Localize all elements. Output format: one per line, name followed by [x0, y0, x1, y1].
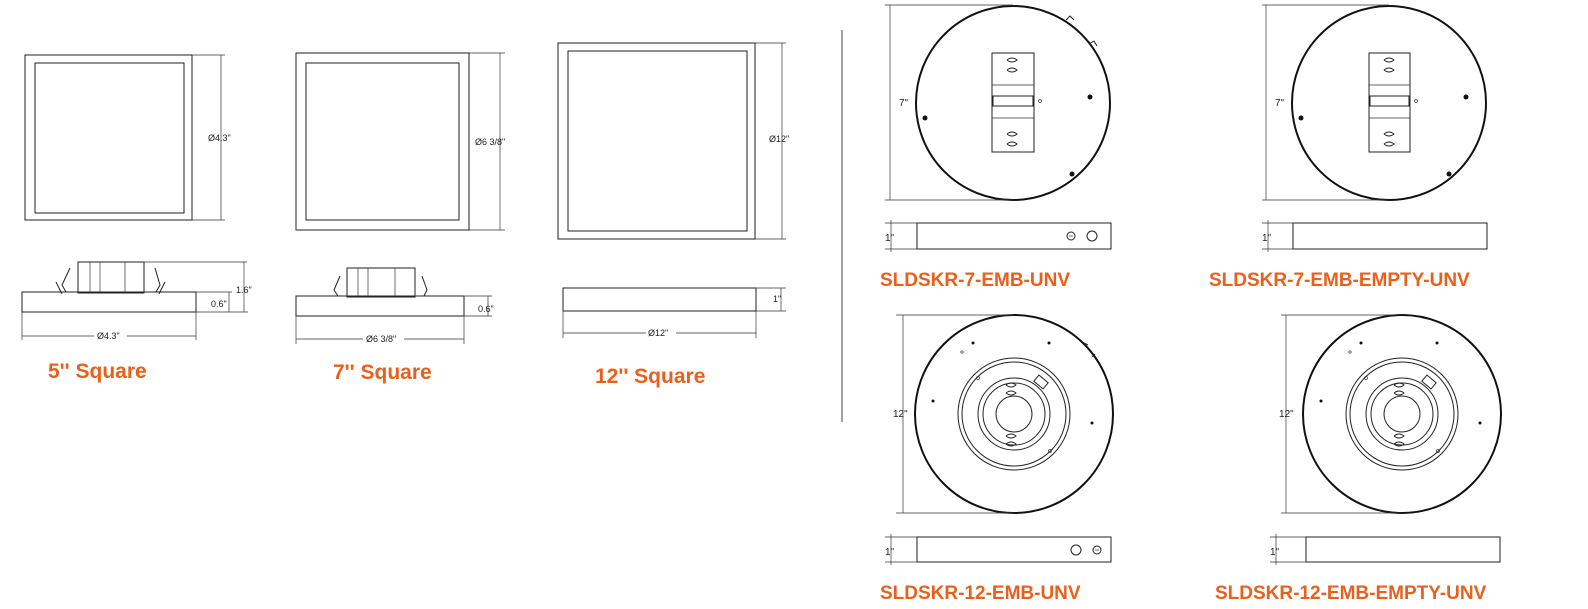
round-12-emb-diameter-label: 12" [893, 409, 908, 420]
round-12-emb-thickness-label: 1" [885, 547, 895, 558]
round-12-empty-top-view: 12" [1279, 314, 1502, 514]
square-12-diameter-label: Ø12" [769, 134, 789, 144]
round-7-emb-top-view: 7" [885, 4, 1111, 201]
square-5-width-label: Ø4.3" [97, 331, 120, 341]
round-7-empty-thickness-label: 1" [1262, 233, 1272, 244]
round-7-emb-thickness-label: 1" [885, 233, 895, 244]
round-7-emb-diameter-label: 7" [899, 98, 909, 109]
square-7-width-label: Ø6 3/8" [366, 334, 396, 344]
round-12-emb-caption: SLDSKR-12-EMB-UNV [880, 583, 1081, 604]
square-7-diameter-label: Ø6 3/8" [475, 137, 505, 147]
square-5-side-view: 1.6" 0.6" Ø4.3" [21, 261, 252, 341]
square-5-diameter-label: Ø4.3" [208, 133, 231, 143]
round-12-emb-top-view: 12" [893, 314, 1114, 514]
round-12-emb-side-view: 1" [885, 534, 1112, 565]
square-5-body-height-label: 0.6" [211, 299, 227, 309]
square-12-width-label: Ø12" [648, 328, 668, 338]
round-12-empty-caption: SLDSKR-12-EMB-EMPTY-UNV [1215, 583, 1487, 604]
round-7-emb-side-view: 1" [885, 220, 1112, 252]
square-5-top-view: Ø4.3" [24, 54, 231, 221]
round-12-empty-thickness-label: 1" [1270, 547, 1280, 558]
square-12-top-view: Ø12" [557, 42, 789, 240]
square-5-caption: 5'' Square [48, 360, 147, 383]
round-7-empty-top-view: 7" [1262, 4, 1487, 201]
square-5-height-label: 1.6" [236, 285, 252, 295]
round-12-empty-diameter-label: 12" [1279, 409, 1294, 420]
round-7-empty-diameter-label: 7" [1275, 98, 1285, 109]
square-7-caption: 7'' Square [333, 361, 432, 384]
round-12-empty-side-view: 1" [1270, 534, 1501, 565]
square-7-top-view: Ø6 3/8" [295, 52, 505, 231]
round-7-emb-caption: SLDSKR-7-EMB-UNV [880, 270, 1070, 291]
round-7-empty-caption: SLDSKR-7-EMB-EMPTY-UNV [1209, 270, 1470, 291]
round-7-empty-side-view: 1" [1262, 220, 1488, 252]
square-7-body-height-label: 0.6" [478, 304, 494, 314]
square-12-side-view: 1" Ø12" [562, 287, 786, 338]
square-12-caption: 12'' Square [595, 365, 705, 388]
square-7-side-view: 0.6" Ø6 3/8" [295, 267, 494, 344]
square-12-body-height-label: 1" [773, 294, 781, 304]
